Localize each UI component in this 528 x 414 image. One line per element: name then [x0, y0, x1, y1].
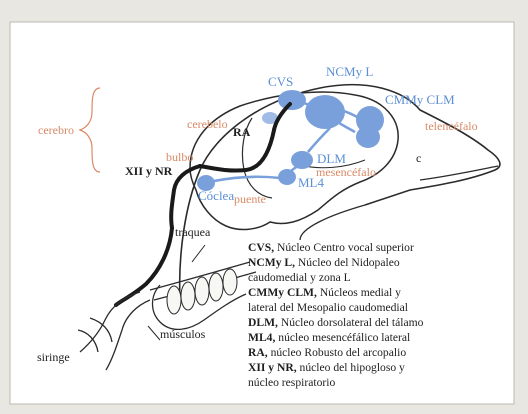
label-puente: puente — [234, 192, 266, 206]
legend-line-4: CMMy CLM, Núcleos medial y — [248, 286, 401, 299]
legend-line-3: caudomedial y zona L — [248, 271, 351, 284]
label-bulbo: bulbo — [166, 150, 193, 164]
label-cvs: CVS — [268, 74, 293, 89]
label-traquea: traquea — [175, 225, 211, 239]
legend-line-10: núcleo respiratorio — [248, 376, 335, 389]
legend-line-9: XII y NR, núcleo del hipogloso y — [248, 361, 405, 374]
nucleus-ml4 — [278, 169, 296, 185]
label-ra: RA — [233, 125, 251, 139]
label-coclea: Cóclea — [198, 188, 234, 203]
label-ml4: ML4 — [298, 175, 325, 190]
label-siringe: siringe — [37, 350, 70, 364]
label-c: c — [416, 151, 421, 165]
legend-line-1: CVS, Núcleo Centro vocal superior — [248, 241, 414, 254]
label-telencefalo: telencéfalo — [425, 119, 478, 133]
label-dlm: DLM — [317, 151, 346, 166]
nucleus-dlm — [291, 151, 313, 169]
label-cerebro: cerebro — [38, 123, 74, 137]
nucleus-cvs — [278, 90, 306, 110]
label-xii-nr: XII y NR — [125, 164, 173, 178]
legend-line-5: lateral del Mesopalio caudomedial — [248, 301, 408, 314]
legend-line-2: NCMy L, Núcleo del Nidopaleo — [248, 256, 400, 269]
label-ncmyl: NCMy L — [326, 64, 373, 79]
label-cmmyclm: CMMy CLM — [385, 92, 455, 107]
label-mesencefalo: mesencéfalo — [316, 165, 376, 179]
nucleus-clm — [356, 126, 380, 148]
label-cerebelo: cerebelo — [187, 117, 228, 131]
label-musculos: músculos — [160, 327, 206, 341]
legend-line-7: ML4, núcleo mesencéfálico lateral — [248, 331, 410, 344]
legend-line-8: RA, núcleo Robusto del arcopalio — [248, 346, 406, 359]
legend-line-6: DLM, Núcleo dorsolateral del tálamo — [248, 316, 424, 329]
